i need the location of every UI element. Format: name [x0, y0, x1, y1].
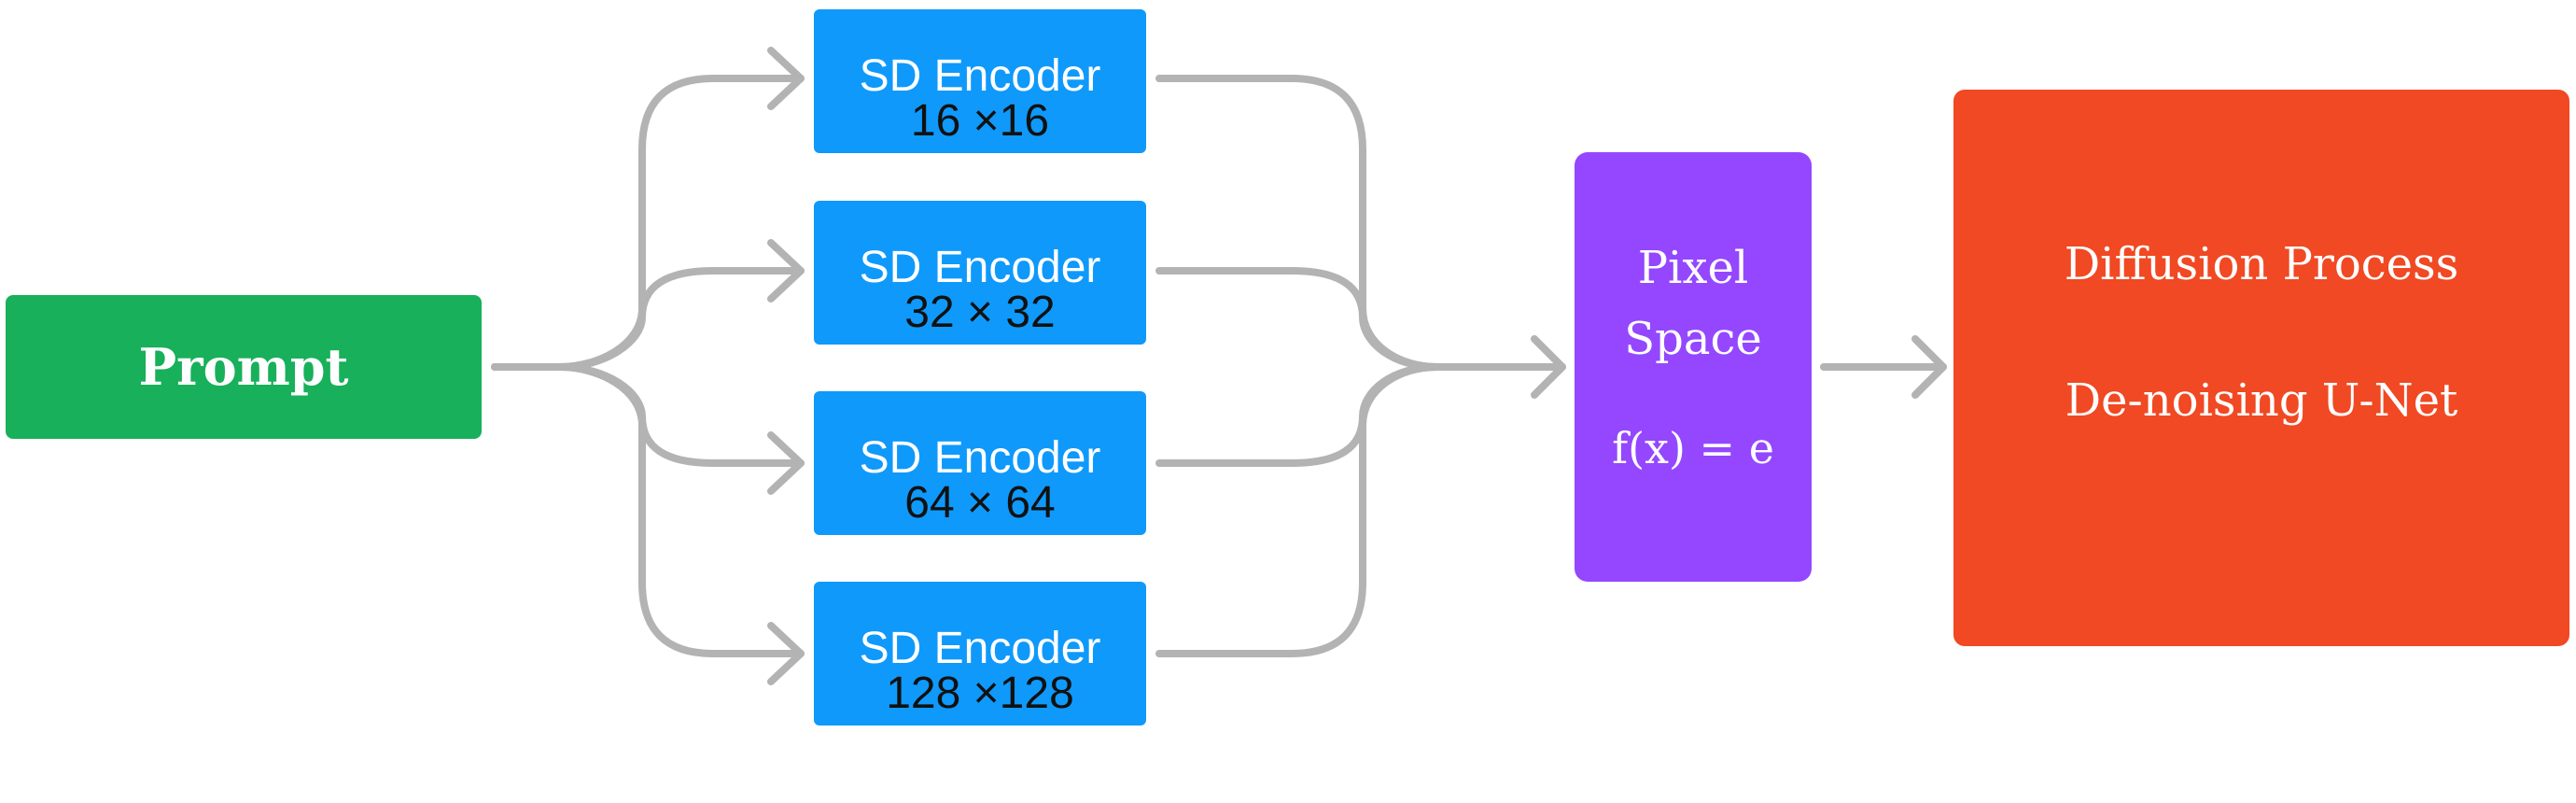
- arrowhead-pixel: [1531, 335, 1566, 399]
- arrowhead-encoder-3: [767, 431, 805, 495]
- encoder-box-16: SD Encoder 16 ×16: [814, 9, 1146, 153]
- pixel-space-box: Pixel Space f(x) = e: [1575, 152, 1812, 582]
- encoder-title: SD Encoder: [859, 433, 1101, 483]
- encoder-resolution: 64 × 64: [904, 478, 1056, 528]
- prompt-label: Prompt: [138, 337, 349, 397]
- encoder-title: SD Encoder: [859, 51, 1101, 101]
- arrowhead-encoder-1: [767, 47, 805, 110]
- arrowhead-encoder-2: [767, 239, 805, 303]
- encoder-resolution: 16 ×16: [910, 96, 1050, 146]
- connector-prompt-to-encoder-4: [491, 363, 805, 657]
- connector-encoder-2-to-pixel: [1155, 267, 1441, 371]
- connector-prompt-to-encoder-2: [491, 267, 805, 371]
- pixel-space-title: Pixel Space: [1624, 242, 1762, 365]
- connector-prompt-to-encoder-3: [491, 363, 805, 467]
- pixel-space-formula: f(x) = e: [1612, 423, 1774, 473]
- diffusion-box: Diffusion Process De-noising U-Net: [1953, 90, 2569, 646]
- encoder-box-32: SD Encoder 32 × 32: [814, 201, 1146, 345]
- connector-encoder-4-to-pixel: [1155, 363, 1441, 657]
- prompt-box: Prompt: [6, 295, 482, 439]
- denoising-unet-label: De-noising U-Net: [2065, 374, 2458, 427]
- encoder-resolution: 128 ×128: [886, 669, 1074, 718]
- diffusion-process-label: Diffusion Process: [2064, 238, 2459, 290]
- arrowhead-diffusion: [1911, 335, 1947, 399]
- arrowhead-encoder-4: [767, 622, 805, 685]
- encoder-box-128: SD Encoder 128 ×128: [814, 582, 1146, 726]
- encoder-title: SD Encoder: [859, 624, 1101, 673]
- connector-encoder-3-to-pixel: [1155, 363, 1441, 467]
- encoder-box-64: SD Encoder 64 × 64: [814, 391, 1146, 535]
- encoder-title: SD Encoder: [859, 243, 1101, 292]
- connector-prompt-to-encoder-1: [491, 75, 805, 371]
- encoder-resolution: 32 × 32: [904, 288, 1056, 337]
